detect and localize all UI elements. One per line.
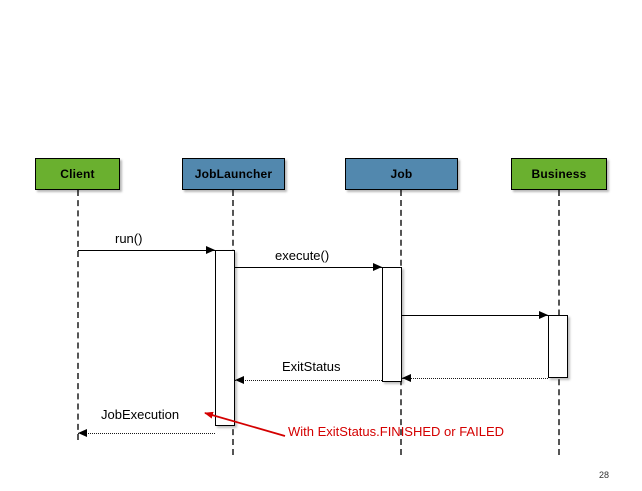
participant-client: Client	[35, 158, 120, 190]
message-line-exitstatus	[235, 380, 382, 381]
message-line-jobexecution	[78, 433, 215, 434]
message-label-execute: execute()	[275, 248, 330, 263]
message-line-run	[78, 250, 215, 251]
annotation-label: With ExitStatus.FINISHED or FAILED	[288, 424, 504, 439]
lifeline-client	[77, 190, 79, 440]
message-label-run: run()	[115, 231, 143, 246]
participant-label-job: Job	[390, 167, 413, 181]
arrowhead-jobexecution	[78, 429, 87, 437]
participant-business: Business	[511, 158, 607, 190]
arrowhead-exitstatus	[235, 376, 244, 384]
activation-bar-job	[382, 267, 402, 382]
participant-job: Job	[345, 158, 458, 190]
arrowhead-run	[206, 246, 215, 254]
activation-bar-business	[548, 315, 568, 378]
participant-label-business: Business	[531, 167, 587, 181]
arrowhead-business-return	[402, 374, 411, 382]
participant-label-joblauncher: JobLauncher	[194, 167, 273, 181]
participant-label-client: Client	[60, 167, 95, 181]
message-line-execute	[235, 267, 382, 268]
activation-bar-joblauncher	[215, 250, 235, 426]
message-label-jobexecution: JobExecution	[101, 407, 180, 422]
arrowhead-business-call	[539, 311, 548, 319]
page-number: 28	[599, 470, 610, 480]
message-line-business-call	[402, 315, 548, 316]
arrowhead-execute	[373, 263, 382, 271]
participant-joblauncher: JobLauncher	[182, 158, 285, 190]
message-label-exitstatus: ExitStatus	[282, 359, 341, 374]
message-line-business-return	[402, 378, 548, 379]
